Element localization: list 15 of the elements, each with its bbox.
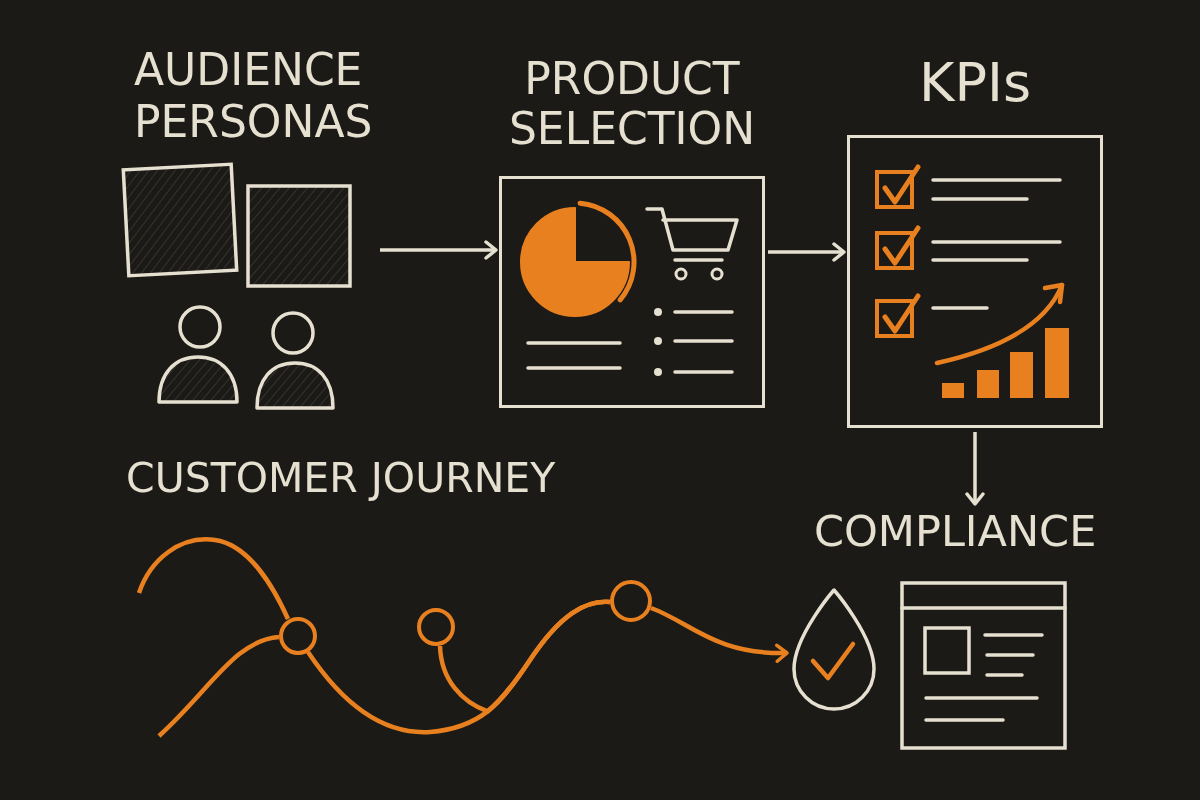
- arrow: [768, 242, 846, 262]
- section-heading: COMPLIANCE: [814, 507, 1097, 555]
- arrow: [380, 240, 498, 260]
- circle-marker: [417, 608, 455, 646]
- curved-arrow: [650, 605, 789, 663]
- arrow: [965, 432, 985, 506]
- section-heading: AUDIENCE PERSONAS: [134, 44, 373, 148]
- section-heading: KPIs: [919, 53, 1031, 113]
- circle-marker: [610, 580, 652, 622]
- curved-line: [157, 634, 280, 738]
- section-heading: PRODUCT SELECTION: [508, 54, 756, 154]
- curved-line: [437, 599, 611, 714]
- circle-marker: [279, 617, 317, 655]
- curved-line: [136, 537, 291, 620]
- section-heading: CUSTOMER JOURNEY: [126, 455, 556, 501]
